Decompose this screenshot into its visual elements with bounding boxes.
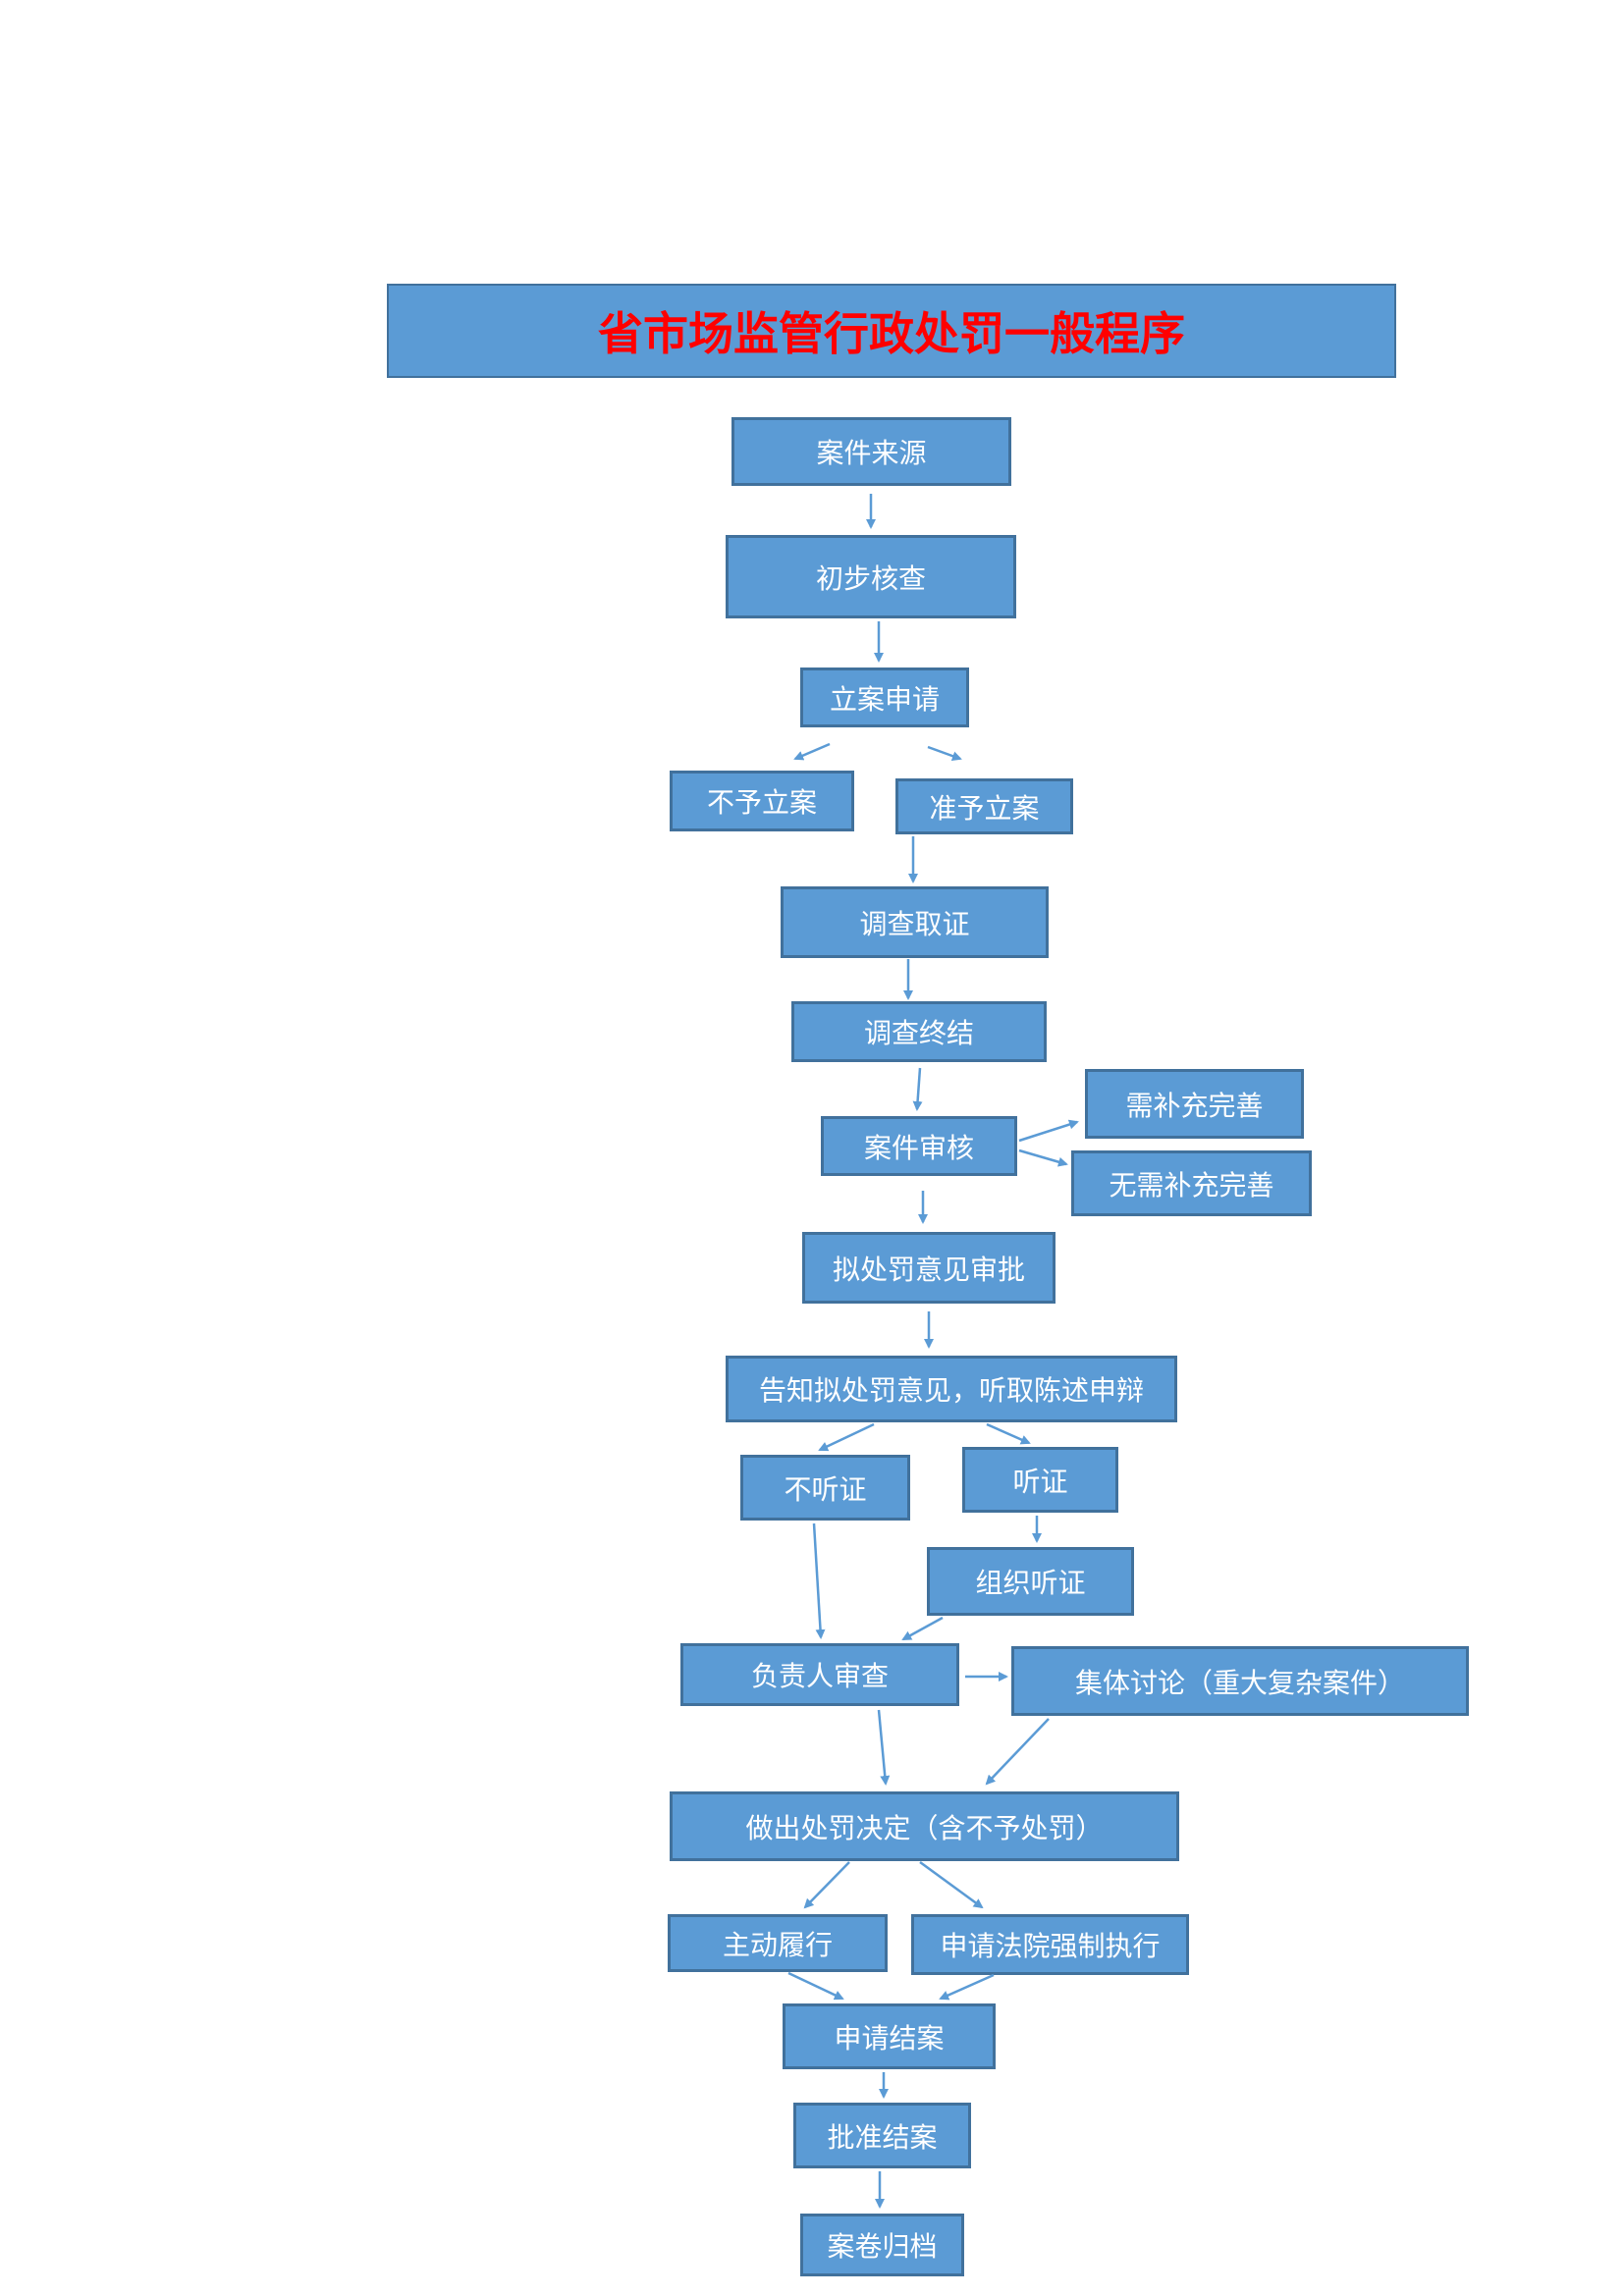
node-not-filed: 不予立案 xyxy=(670,771,854,831)
node-investigation: 调查取证 xyxy=(781,886,1049,958)
node-approve-close: 批准结案 xyxy=(793,2103,971,2168)
arrow-decision-to-court xyxy=(919,1860,984,1909)
arrow-no-hearing-to-review xyxy=(812,1522,826,1639)
node-no-hearing: 不听证 xyxy=(740,1455,910,1521)
node-filed: 准予立案 xyxy=(895,778,1073,834)
node-hearing: 听证 xyxy=(962,1447,1118,1513)
node-archive: 案卷归档 xyxy=(800,2214,964,2276)
node-collective-discussion: 集体讨论（重大复杂案件） xyxy=(1011,1646,1469,1716)
arrow-review-to-needs xyxy=(1018,1119,1079,1143)
node-preliminary-check: 初步核查 xyxy=(726,535,1016,618)
node-case-source: 案件来源 xyxy=(731,417,1011,486)
node-penalty-decision: 做出处罚决定（含不予处罚） xyxy=(670,1791,1179,1861)
arrow-filing-to-filed xyxy=(927,745,962,761)
node-needs-supplement: 需补充完善 xyxy=(1085,1069,1304,1139)
arrow-notify-to-no-hearing xyxy=(818,1422,875,1452)
node-notify-and-hear: 告知拟处罚意见，听取陈述申辩 xyxy=(726,1356,1177,1422)
arrow-collective-to-decision xyxy=(985,1718,1050,1786)
arrow-notify-to-hearing xyxy=(986,1422,1031,1445)
arrow-voluntary-to-apply xyxy=(787,1971,844,2001)
node-case-review: 案件审核 xyxy=(821,1116,1017,1176)
arrow-court-to-apply xyxy=(939,1973,995,2001)
arrow-review-to-no-supplement xyxy=(1018,1148,1068,1167)
node-organize-hearing: 组织听证 xyxy=(927,1547,1134,1616)
node-apply-close: 申请结案 xyxy=(783,2003,996,2069)
arrow-decision-to-voluntary xyxy=(803,1861,850,1909)
node-investigation-end: 调查终结 xyxy=(791,1001,1047,1062)
node-filing-application: 立案申请 xyxy=(800,667,969,727)
page-title: 省市场监管行政处罚一般程序 xyxy=(387,284,1396,378)
node-proposed-penalty-approval: 拟处罚意见审批 xyxy=(802,1232,1056,1304)
arrow-filing-to-not-filed xyxy=(793,742,831,761)
arrow-organize-to-review xyxy=(901,1616,944,1641)
node-no-supplement: 无需补充完善 xyxy=(1071,1150,1312,1216)
arrow-review-to-decision xyxy=(877,1709,891,1786)
node-voluntary-compliance: 主动履行 xyxy=(668,1914,888,1972)
arrow-end-to-review xyxy=(912,1067,923,1111)
node-responsible-review: 负责人审查 xyxy=(680,1643,959,1706)
node-court-enforcement: 申请法院强制执行 xyxy=(911,1914,1189,1975)
